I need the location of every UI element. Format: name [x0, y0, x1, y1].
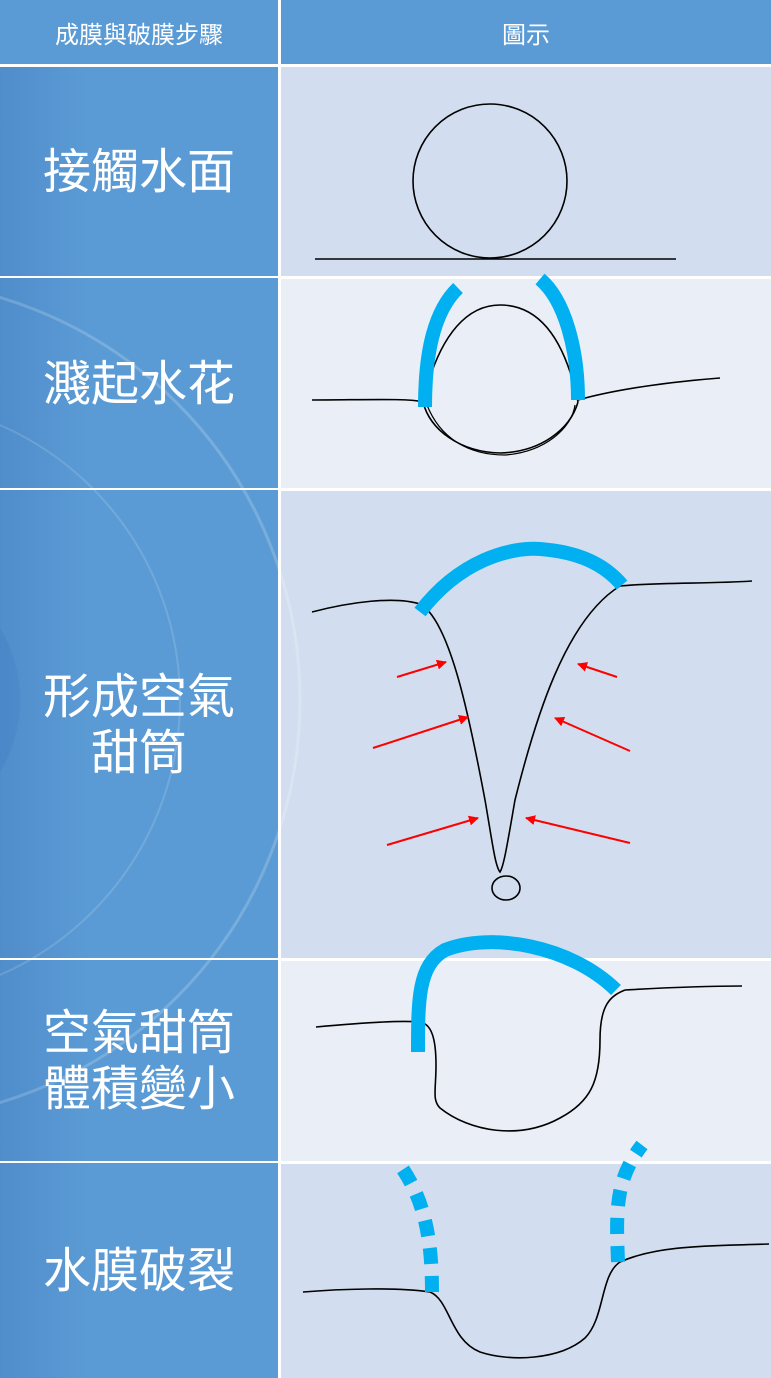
rupture-film-left: [394, 1160, 439, 1293]
row-divider: [0, 276, 771, 278]
step-label-1: 接觸水面: [42, 143, 235, 200]
splash-film-left: [418, 282, 464, 408]
diagram-cell-5: [281, 1164, 771, 1378]
step-label-4: 空氣甜筒 體積變小: [42, 1005, 235, 1117]
header-steps-label: 成膜與破膜步驟: [55, 20, 223, 49]
diagram-touch-water: [315, 103, 676, 260]
diagram-cell-4: [281, 961, 771, 1161]
shrinking-film: [411, 935, 621, 1053]
steps-column: [0, 67, 278, 1378]
pressure-arrow: [577, 662, 618, 678]
row-divider: [0, 1161, 771, 1163]
row-divider: [0, 488, 771, 490]
diagram-air-cone: [311, 541, 753, 901]
row-divider: [0, 958, 771, 960]
pressure-arrow: [386, 815, 479, 846]
drop-circle: [412, 103, 568, 259]
header-diagram: 圖示: [281, 0, 771, 64]
pressure-arrow: [525, 815, 631, 844]
cone-film: [414, 541, 628, 617]
pressure-arrow: [396, 659, 447, 678]
trapped-bubble: [491, 875, 521, 901]
diagram-cell-1: [281, 67, 771, 276]
step-label-2: 濺起水花: [42, 355, 235, 412]
splash-film-right: [535, 273, 585, 401]
diagram-cell-2: [281, 279, 771, 488]
diagram-splash: [311, 273, 721, 456]
diagram-cell-3: [281, 491, 771, 958]
diagram-shrinking-cone: [315, 935, 743, 1132]
step-label-5: 水膜破裂: [42, 1243, 235, 1299]
diagram-film-rupture: [302, 1140, 770, 1359]
rupture-film-right: [610, 1140, 648, 1263]
header-steps: 成膜與破膜步驟: [0, 0, 278, 64]
pressure-arrow: [554, 717, 631, 752]
step-label-3: 形成空氣 甜筒: [42, 668, 235, 781]
header-diagram-label: 圖示: [502, 20, 550, 49]
pressure-arrow: [372, 715, 469, 749]
